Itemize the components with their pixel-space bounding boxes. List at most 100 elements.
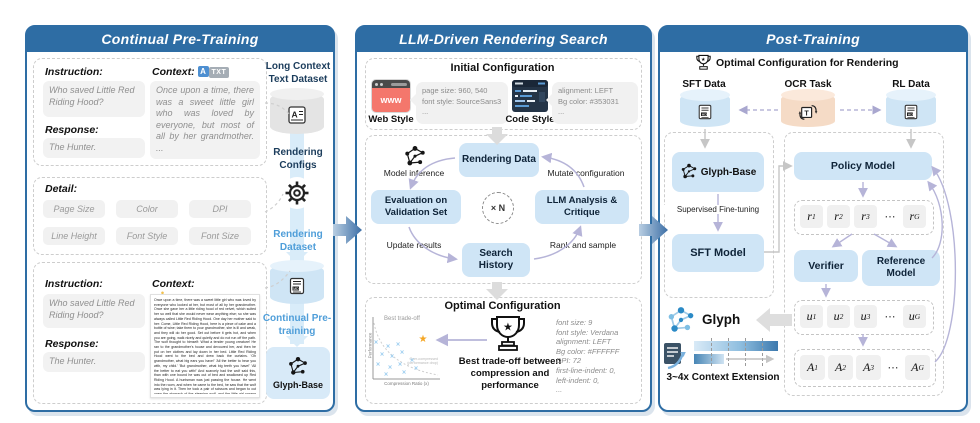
response-label-2: Response: [45,338,99,350]
advantage-row [794,349,936,387]
rendering-configs-label: Rendering Configs [273,147,323,171]
scatter-point: × [387,364,393,372]
ocr-task-label: OCR Task [784,79,832,90]
instruction-question-2: Who saved Little Red Riding Hood? [43,294,145,328]
rendering-dataset-label: Rendering Dataset [273,229,323,253]
iteration-count-badge: × N [482,192,514,224]
panel-title-rendering-search: LLM-Driven Rendering Search [356,26,651,52]
svg-text:★: ★ [503,322,513,334]
scatter-point: × [373,339,379,347]
optimal-configuration-title: Optimal Configuration [444,300,561,312]
scatter-point: × [383,371,389,379]
scatter-point: × [379,351,385,359]
mutate-configuration-label: Mutate configuration [547,168,625,178]
rendered-page-text: Once upon a time, there was a sweet litt… [154,298,256,394]
glyph-base-model-node: Glyph-Base [672,152,764,192]
panel-title-continual-pretraining: Continual Pre-Training [26,26,334,52]
context-extension-doc-icon [662,340,688,370]
text-dataset-cylinder: A [270,88,324,134]
sft-data-label: SFT Data [682,79,726,90]
rl-data-label: RL Data [892,79,930,90]
scatter-point: × [397,361,403,369]
llm-analysis-node: LLM Analysis & Critique [535,190,629,224]
instruction-label: Instruction: [45,66,103,78]
update-results-label: Update results [386,240,442,250]
trophy-icon: ★ [490,314,526,354]
scatter-point: × [399,349,405,357]
model-inference-label: Model inference [383,168,445,178]
ocr-task-cylinder: T [781,89,835,127]
supervised-finetuning-label: Supervised Fine-tuning [664,205,772,214]
scatter-point: × [409,357,415,365]
md-doc-icon: MD [903,104,919,120]
flow-arrowhead-1 [286,252,308,263]
rendering-data-node: Rendering Data [459,143,539,177]
policy-model-node: Policy Model [794,152,932,180]
detail-box [33,177,267,255]
scatter-point: × [385,343,391,351]
evaluation-node: Evaluation on Validation Set [371,190,461,224]
rendering-dataset-cylinder: MD [270,260,324,304]
scatter-xlabel: Compression Ratio (x) [384,381,429,386]
scatter-point: × [413,365,419,373]
scatter-point: × [401,369,407,377]
long-context-dataset-label: Long Context Text Dataset [265,61,331,85]
reference-model-node: Reference Model [862,250,940,286]
best-point-star: ★ [418,333,428,345]
sft-data-cylinder: MD [680,89,730,127]
trophy-mini-icon: ★ [696,54,711,71]
svg-text:★: ★ [701,57,706,63]
rendered-page-image: Once upon a time, there was a sweet litt… [150,294,260,398]
panel-title-post-training: Post-Training [659,26,967,52]
bar-gridline [728,338,729,366]
overcompressed-note: Over-compressed(performance drop) [407,357,438,366]
svg-text:T: T [804,108,809,117]
gear-icon [281,177,313,209]
sample-image-box [33,262,267,404]
scatter-ylabel: Performance [367,332,373,359]
instruction-question: Who saved Little Red Riding Hood? [43,81,145,117]
text-doc-icon: A [287,105,307,125]
ocr-icon: T [798,103,818,121]
optimal-config-heading: Optimal Configuration for Rendering [716,57,899,69]
glyph-logo-icon [666,306,696,336]
context-extension-label: 3~4x Context Extension [666,372,780,383]
scatter-point: × [375,361,381,369]
context-text: Once upon a time, there was a sweet litt… [150,81,260,159]
response-label: Response: [45,124,99,136]
sft-model-node: SFT Model [672,234,764,272]
network-icon [680,163,698,181]
best-tradeoff-caption: Best trade-off between compression and p… [458,356,562,391]
tradeoff-scatter-plot: Best trade-off Performance Compression R… [367,313,444,389]
svg-text:MD: MD [293,286,299,290]
glyph-label: Glyph [702,312,741,327]
txt-badge: TXT [208,67,230,78]
rl-data-cylinder: MD [886,89,936,127]
scatter-point: × [389,353,395,361]
svg-text:A: A [292,109,298,119]
md-doc-icon: MD [288,277,306,295]
web-style-label: Web Style [368,114,414,125]
context-bar-base [694,354,724,364]
detail-label: Detail: [45,183,78,195]
bar-gridline [711,338,712,366]
md-doc-icon: MD [697,104,713,120]
